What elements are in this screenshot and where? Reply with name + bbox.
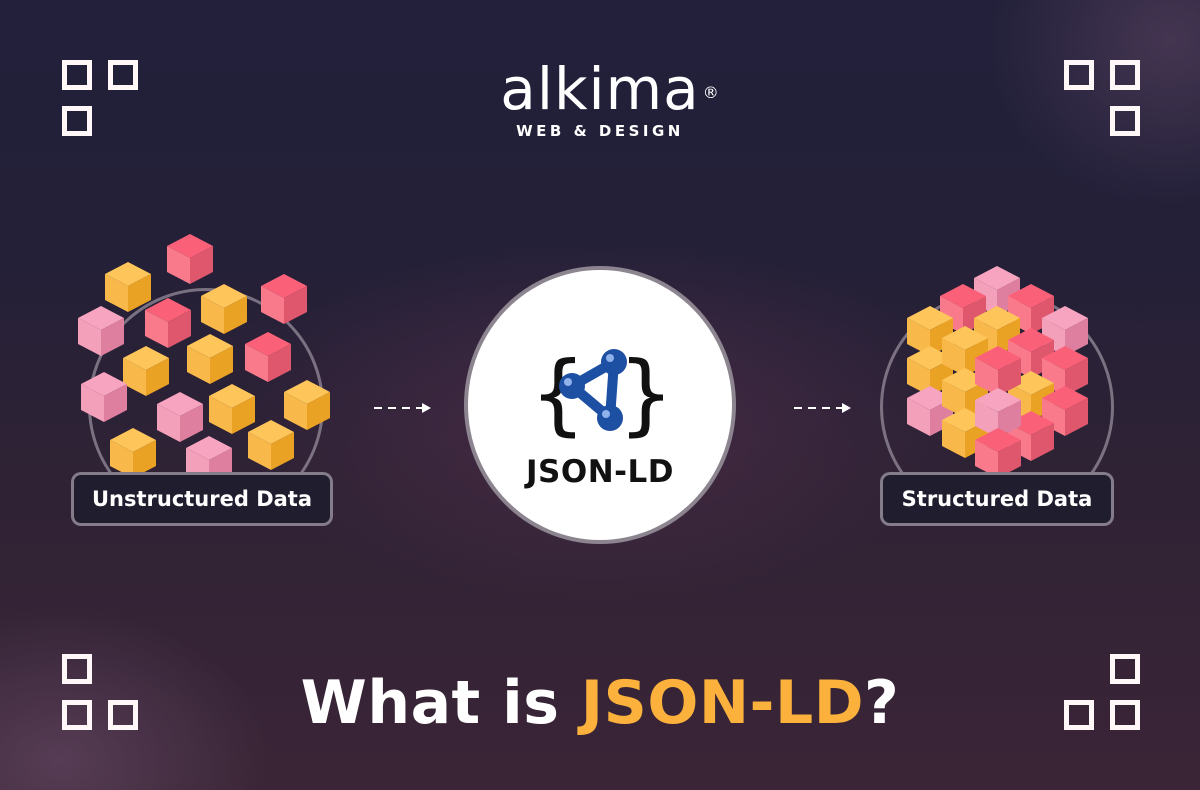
json-ld-badge-label: JSON-LD [525, 454, 674, 490]
brand-wordmark: alkima [500, 55, 700, 123]
corner-squares-top-left [62, 60, 138, 136]
brand-logo: alkima® WEB & DESIGN [0, 58, 1200, 140]
registered-mark: ® [702, 83, 720, 102]
structured-data-text: Structured Data [901, 487, 1093, 511]
headline-suffix: ? [864, 668, 900, 738]
dashed-arrow-right-icon [794, 403, 851, 413]
brand-tagline: WEB & DESIGN [516, 122, 684, 140]
unstructured-data-label: Unstructured Data [71, 472, 333, 526]
page-headline: What is JSON-LD? [0, 668, 1200, 738]
brand-name: alkima® [500, 55, 718, 123]
json-ld-logo-icon: { } [530, 342, 670, 445]
json-ld-badge: { } JSON-LD [464, 266, 736, 544]
headline-prefix: What is [300, 668, 581, 738]
headline-highlight: JSON-LD [580, 668, 864, 738]
structured-data-label: Structured Data [880, 472, 1114, 526]
corner-squares-top-right [1064, 60, 1140, 136]
unstructured-data-text: Unstructured Data [91, 487, 313, 511]
corner-squares-bottom-right [1064, 654, 1140, 730]
corner-squares-bottom-left [62, 654, 138, 730]
dashed-arrow-right-icon [374, 403, 431, 413]
